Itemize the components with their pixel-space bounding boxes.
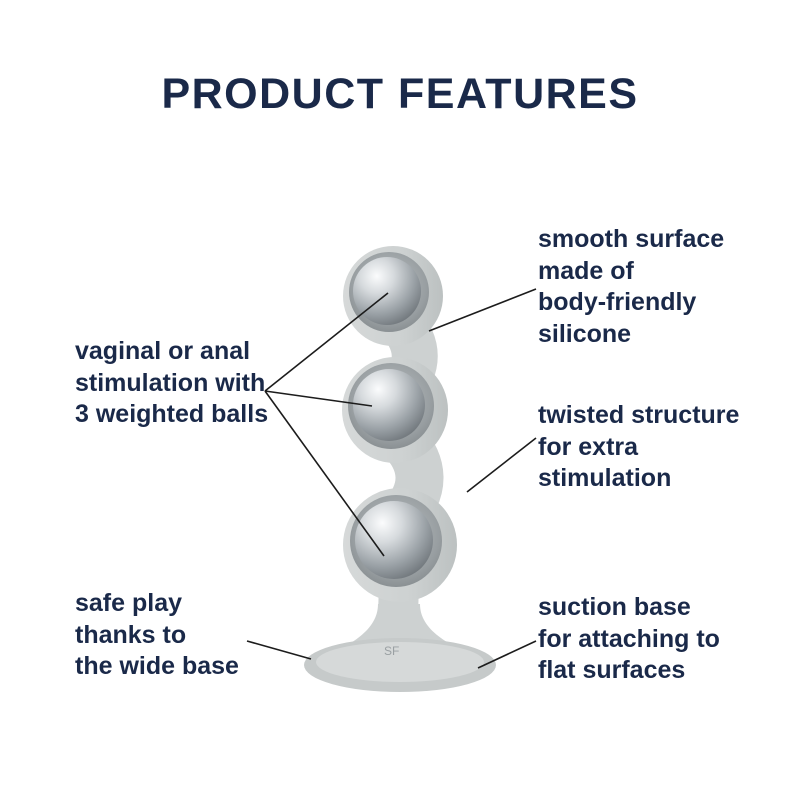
line-balls-middle <box>264 390 373 407</box>
line-safe-play <box>246 640 312 660</box>
callout-twisted-structure: twisted structure for extra stimulation <box>538 401 740 492</box>
callout-smooth-surface: smooth surface made of body-friendly sil… <box>538 225 725 348</box>
suction-base-shape <box>304 604 496 692</box>
line-balls-bottom <box>264 390 385 557</box>
line-smooth-surface <box>428 288 537 332</box>
callout-lines <box>246 288 537 669</box>
line-twisted-structure <box>466 437 537 493</box>
callout-weighted-balls: vaginal or anal stimulation with 3 weigh… <box>75 337 269 428</box>
callout-suction-base: suction base for attaching to flat surfa… <box>538 593 720 684</box>
weighted-ball-middle <box>353 369 425 441</box>
weighted-ball-top <box>353 257 421 325</box>
line-balls-top <box>264 292 389 392</box>
page-title: PRODUCT FEATURES <box>161 70 639 118</box>
callout-safe-play: safe play thanks to the wide base <box>75 589 239 680</box>
weighted-ball-bottom <box>355 501 433 579</box>
brand-logo: SF <box>384 644 399 658</box>
line-suction-base <box>477 640 537 669</box>
